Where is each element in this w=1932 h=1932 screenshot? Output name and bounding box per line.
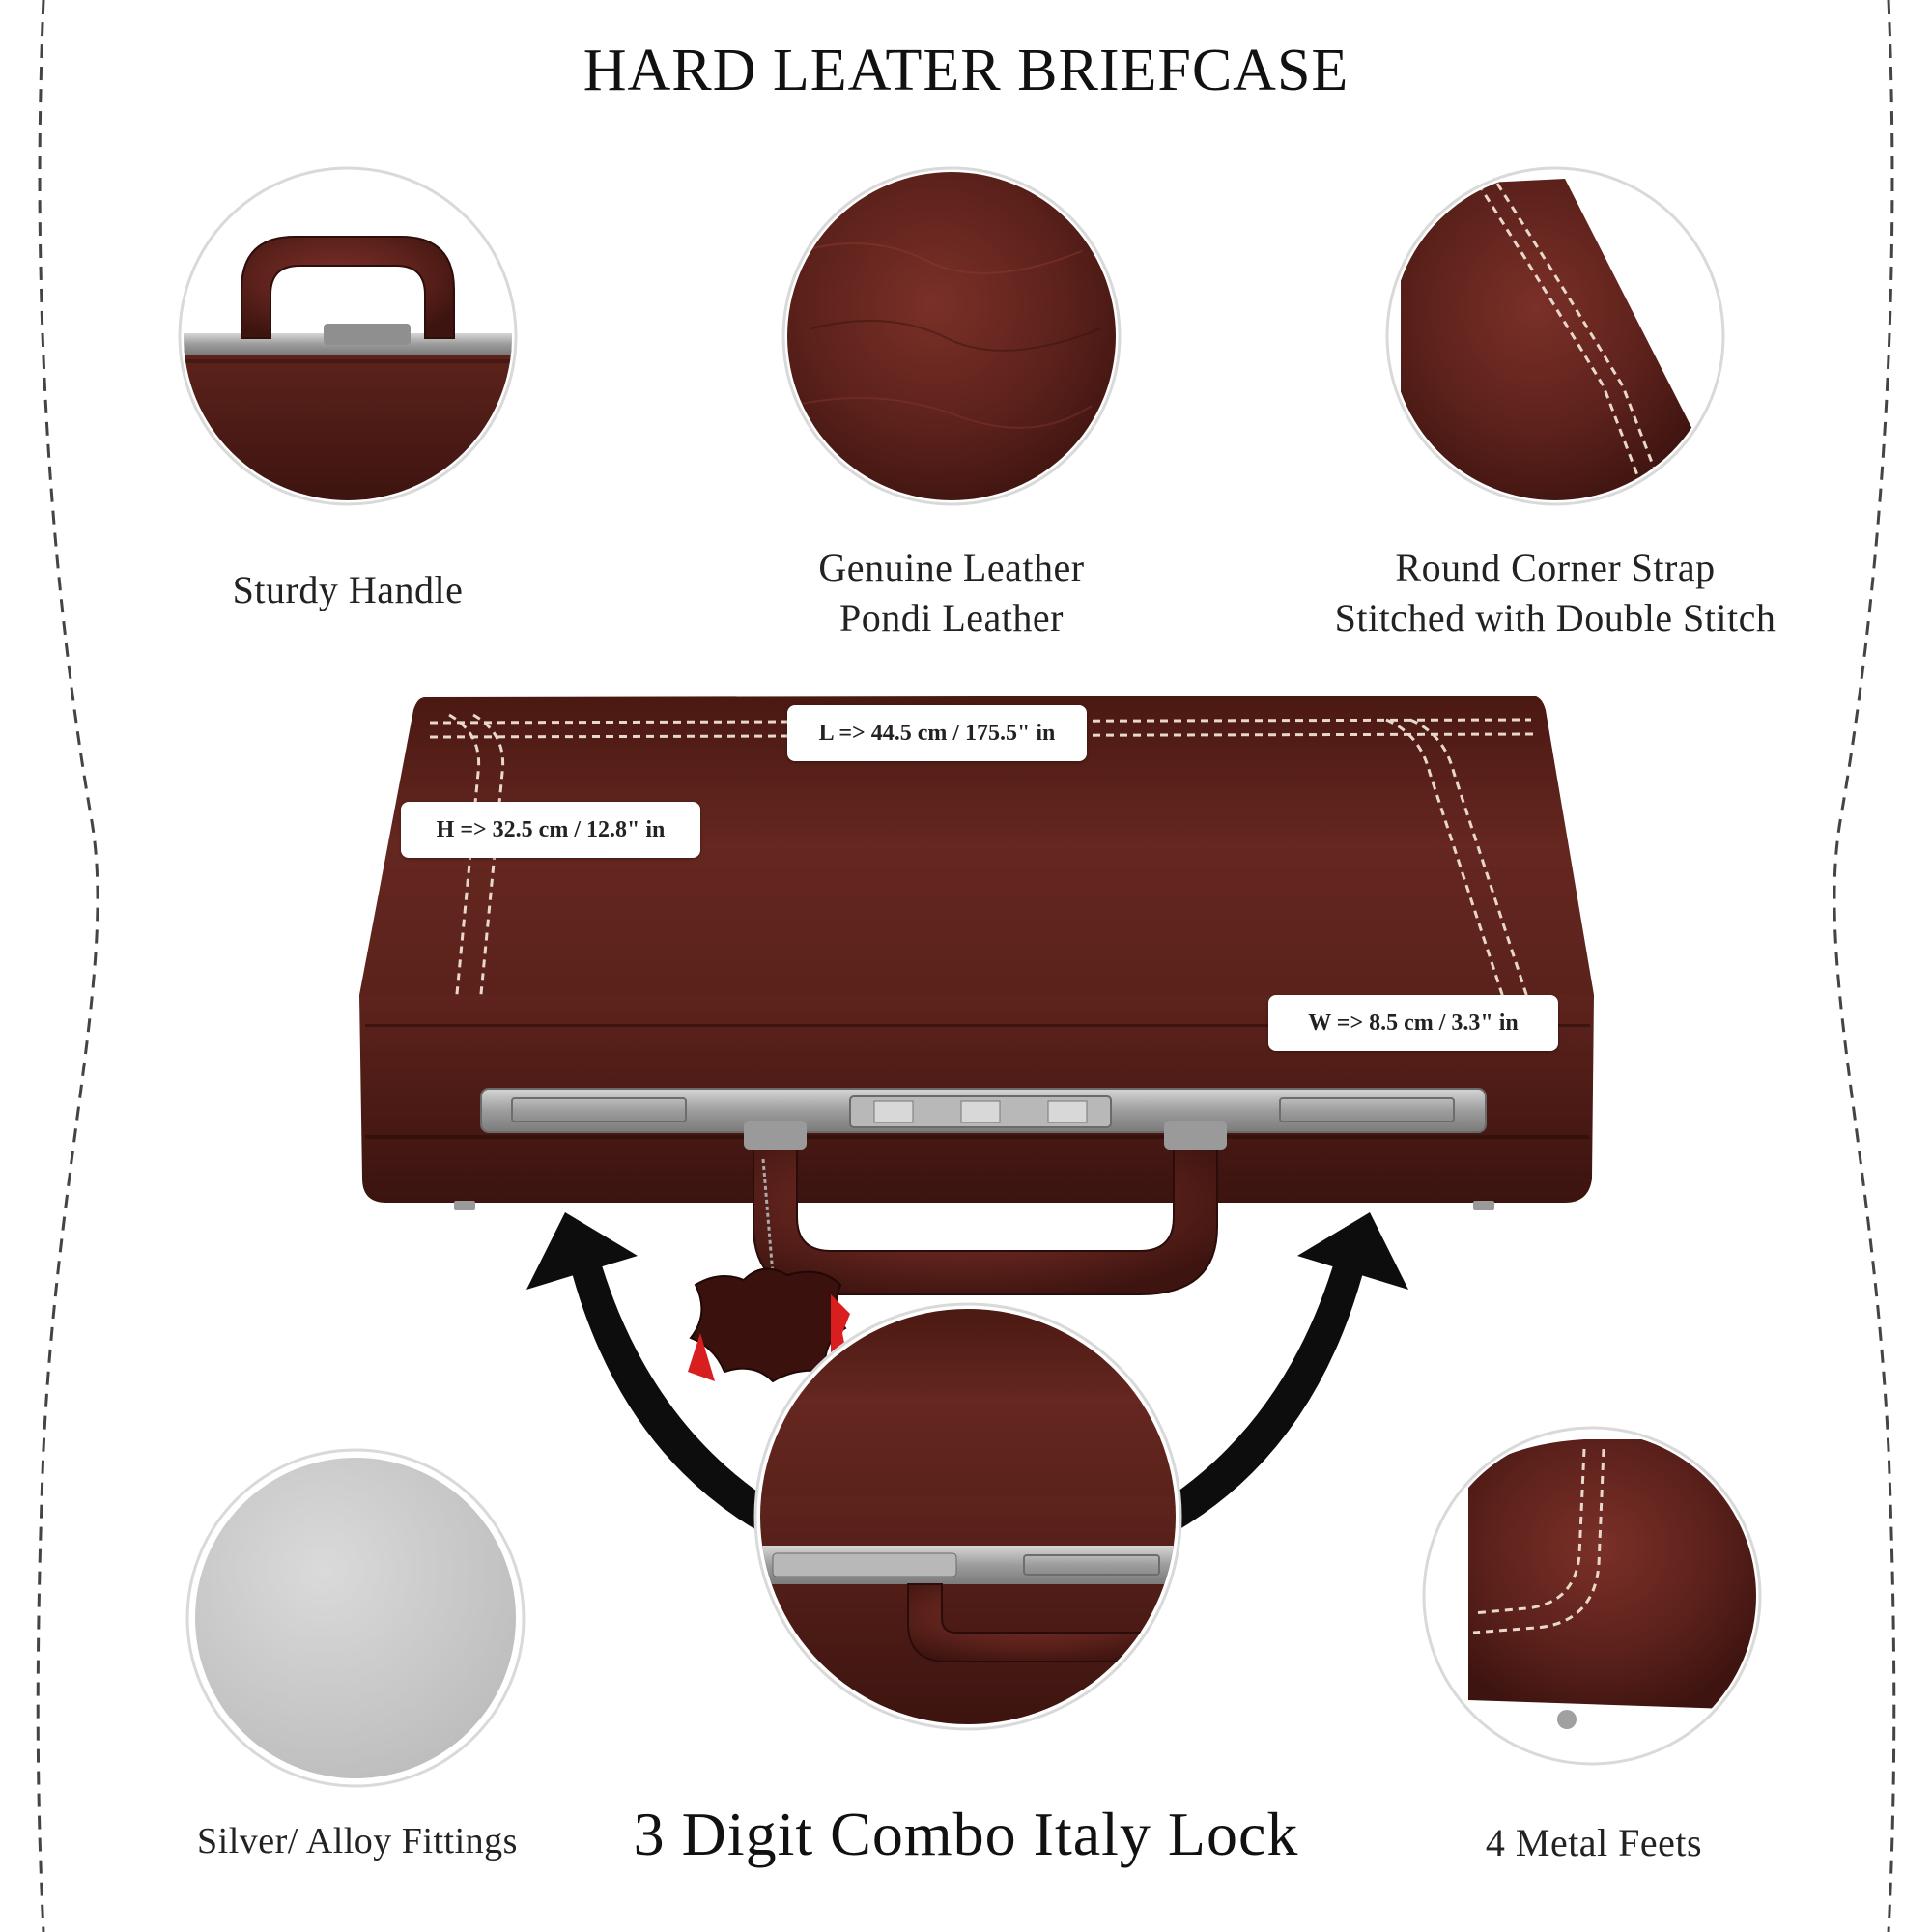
- curved-arrow-left-icon: [526, 1212, 773, 1531]
- height-dimension-label: H => 32.5 cm / 12.8" in: [401, 802, 700, 858]
- leather-texture-image: [781, 166, 1122, 506]
- width-dimension-label: W => 8.5 cm / 3.3" in: [1268, 995, 1558, 1051]
- page-title: HARD LEATER BRIEFCASE: [582, 38, 1350, 103]
- handle-closeup-image: [178, 166, 518, 506]
- caption-sturdy-handle: Sturdy Handle: [232, 568, 464, 611]
- caption-round-corner-strap-line2: Stitched with Double Stitch: [1334, 596, 1776, 639]
- caption-combo-lock: 3 Digit Combo Italy Lock: [633, 1800, 1299, 1868]
- caption-genuine-leather-line1: Genuine Leather: [818, 546, 1085, 589]
- right-dashed-border: [1833, 0, 1896, 1932]
- caption-round-corner-strap-line1: Round Corner Strap: [1395, 546, 1716, 589]
- briefcase-main-image: [359, 696, 1594, 1295]
- caption-genuine-leather: Genuine Leather Pondi Leather: [710, 543, 1193, 643]
- curved-arrow-right-icon: [1162, 1212, 1408, 1531]
- left-dashed-border: [36, 0, 99, 1932]
- caption-round-corner-strap: Round Corner Strap Stitched with Double …: [1294, 543, 1816, 643]
- caption-silver-fittings: Silver/ Alloy Fittings: [197, 1821, 518, 1861]
- lock-closeup-image: [753, 1302, 1182, 1731]
- corner-strap-image: [1385, 166, 1725, 506]
- silver-fittings-swatch: [185, 1448, 526, 1788]
- caption-genuine-leather-line2: Pondi Leather: [839, 596, 1064, 639]
- metal-feet-closeup-image: [1422, 1426, 1762, 1766]
- length-dimension-label: L => 44.5 cm / 175.5" in: [787, 705, 1087, 761]
- caption-metal-feet: 4 Metal Feets: [1485, 1821, 1703, 1864]
